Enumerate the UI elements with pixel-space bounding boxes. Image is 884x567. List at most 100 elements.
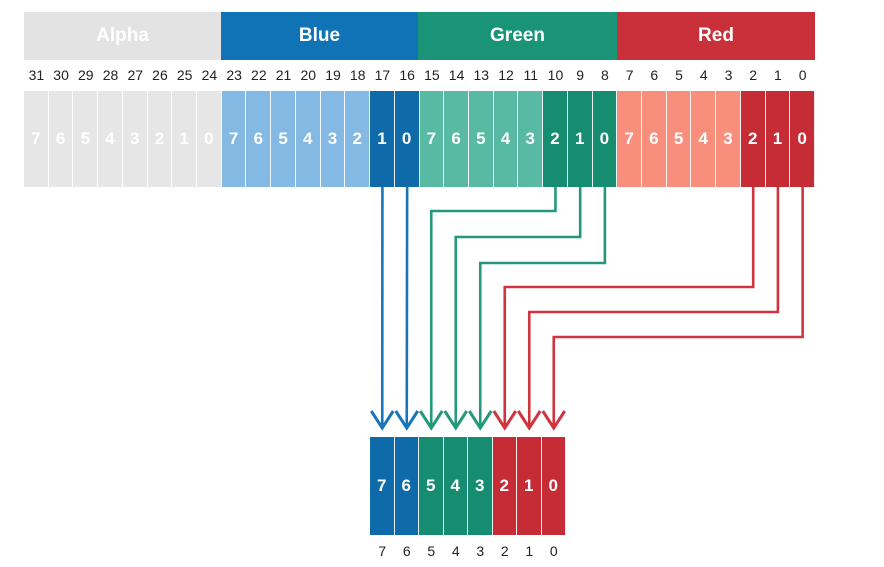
blue-bit-1-arrowhead	[369, 410, 395, 431]
bit-number-18: 18	[349, 67, 366, 83]
bit-number-20: 20	[300, 67, 317, 83]
bit-number-24: 24	[201, 67, 218, 83]
alpha-bit-2-cell: 2	[147, 91, 173, 187]
green-bit-1-cell: 1	[567, 91, 593, 187]
bit-number-1: 1	[774, 67, 782, 83]
alpha-bit-4-cell: 4	[98, 91, 123, 187]
red-bit-2-arrowhead	[492, 410, 518, 431]
bit-number-8: 8	[600, 67, 609, 83]
output-bit-number-3: 3	[476, 543, 485, 559]
output-bit-1-cell: 1	[517, 437, 542, 535]
bit-number-16: 16	[399, 67, 415, 83]
red-bit-1-wire	[527, 187, 780, 428]
red-bit-0-arrowhead	[541, 410, 567, 431]
bit-number-19: 19	[325, 67, 341, 83]
bit-number-30: 30	[53, 67, 69, 83]
output-bit-7-cell: 7	[370, 437, 395, 535]
blue-bit-2-cell: 2	[345, 91, 371, 187]
red-channel-header: Red	[617, 12, 815, 60]
alpha-bit-1-cell: 1	[172, 91, 198, 187]
green-bit-4-cell: 4	[493, 91, 519, 187]
alpha-channel-header: Alpha	[24, 12, 221, 60]
bit-number-4: 4	[699, 67, 708, 83]
red-bit-0-cell: 0	[790, 91, 815, 187]
bit-number-31: 31	[28, 67, 45, 83]
bit-number-15: 15	[424, 67, 440, 83]
output-bit-4-cell: 4	[443, 437, 468, 535]
red-bit-4-cell: 4	[691, 91, 717, 187]
green-bit-3-cell: 3	[518, 91, 544, 187]
blue-bit-1-cell: 1	[370, 91, 395, 187]
bit-number-3: 3	[724, 67, 733, 83]
bit-number-26: 26	[152, 67, 168, 83]
bit-number-2: 2	[749, 67, 758, 83]
bit-number-23: 23	[226, 67, 242, 83]
bit-number-29: 29	[78, 67, 94, 83]
output-bit-6-cell: 6	[394, 437, 419, 535]
blue-bit-7-cell: 7	[221, 91, 247, 187]
alpha-bit-6-cell: 6	[48, 91, 74, 187]
output-bit-5-cell: 5	[419, 437, 444, 535]
green-bit-0-arrowhead	[467, 410, 493, 431]
red-bit-1-cell: 1	[765, 91, 791, 187]
output-bit-number-4: 4	[451, 543, 460, 559]
bit-number-7: 7	[625, 67, 634, 83]
bit-number-0: 0	[798, 67, 807, 83]
blue-channel-header: Blue	[221, 12, 418, 60]
red-bit-7-cell: 7	[617, 91, 642, 187]
alpha-bit-0-cell: 0	[197, 91, 222, 187]
blue-bit-3-cell: 3	[320, 91, 346, 187]
bit-number-21: 21	[275, 67, 292, 83]
red-bit-0-wire	[552, 187, 804, 428]
bit-number-12: 12	[498, 67, 514, 83]
red-bit-2-cell: 2	[740, 91, 766, 187]
blue-bit-0-arrowhead	[394, 410, 420, 431]
green-bit-1-wire	[454, 187, 582, 428]
bit-number-13: 13	[473, 67, 490, 83]
bit-number-6: 6	[650, 67, 659, 83]
green-channel-header: Green	[418, 12, 617, 60]
green-bit-2-cell: 2	[543, 91, 568, 187]
output-bit-number-5: 5	[427, 543, 436, 559]
bit-number-11: 11	[523, 67, 538, 83]
output-bit-number-1: 1	[525, 543, 534, 559]
output-bit-number-2: 2	[500, 543, 509, 559]
red-bit-6-cell: 6	[641, 91, 667, 187]
red-bit-2-wire	[503, 187, 755, 428]
output-bit-2-cell: 2	[492, 437, 517, 535]
output-bit-number-6: 6	[402, 543, 411, 559]
blue-bit-0-cell: 0	[394, 91, 420, 187]
bit-number-14: 14	[448, 67, 465, 83]
bit-number-5: 5	[675, 67, 683, 83]
green-bit-6-cell: 6	[444, 91, 469, 187]
bit-number-28: 28	[102, 67, 119, 83]
blue-bit-4-cell: 4	[295, 91, 321, 187]
output-bit-number-0: 0	[549, 543, 558, 559]
bit-number-10: 10	[547, 67, 564, 83]
output-bit-3-cell: 3	[468, 437, 493, 535]
green-bit-2-arrowhead	[418, 410, 444, 431]
bit-number-22: 22	[251, 67, 267, 83]
green-bit-1-arrowhead	[443, 410, 469, 431]
red-bit-1-arrowhead	[516, 410, 542, 431]
bit-number-17: 17	[374, 67, 391, 83]
alpha-bit-7-cell: 7	[24, 91, 49, 187]
red-bit-3-cell: 3	[716, 91, 741, 187]
bit-number-27: 27	[127, 67, 144, 83]
red-bit-5-cell: 5	[666, 91, 692, 187]
green-bit-2-wire	[429, 187, 557, 428]
green-bit-5-cell: 5	[468, 91, 494, 187]
bit-number-25: 25	[176, 67, 193, 83]
green-bit-0-wire	[478, 187, 607, 428]
alpha-bit-3-cell: 3	[122, 91, 148, 187]
output-bit-number-7: 7	[378, 543, 387, 559]
bit-number-9: 9	[576, 67, 585, 83]
blue-bit-5-cell: 5	[271, 91, 296, 187]
blue-bit-6-cell: 6	[246, 91, 272, 187]
alpha-bit-5-cell: 5	[73, 91, 99, 187]
green-bit-0-cell: 0	[592, 91, 618, 187]
output-bit-0-cell: 0	[541, 437, 566, 535]
green-bit-7-cell: 7	[419, 91, 445, 187]
